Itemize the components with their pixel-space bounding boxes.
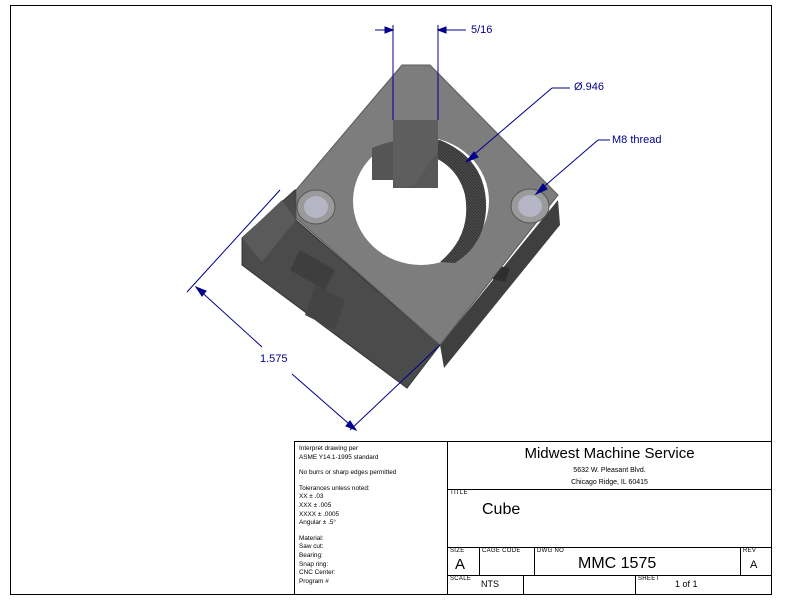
- scale-sheet-row: SCALE NTS SHEET 1 of 1: [448, 575, 771, 594]
- leader-m8-thread: [534, 139, 610, 196]
- note-line: XX ± .03: [299, 493, 324, 501]
- note-line: Program #: [299, 577, 329, 585]
- dim-label-1-575: 1.575: [260, 353, 288, 365]
- cage-code-label: CAGE CODE: [482, 548, 521, 554]
- note-line: CNC Center:: [299, 569, 336, 577]
- dimension-bore-diameter: [465, 87, 570, 163]
- dim-label-m8-thread: M8 thread: [612, 134, 662, 146]
- note-line: Interpret drawing per: [299, 445, 358, 452]
- note-line: XXXX ± .0005: [299, 510, 340, 518]
- note-line: Snap ring:: [299, 560, 329, 568]
- cube-side-faces: [241, 188, 560, 389]
- scale-value: NTS: [481, 579, 499, 589]
- rev-label: REV: [743, 548, 757, 554]
- drawing-title: Cube: [482, 501, 521, 518]
- dim-label-diameter: Ø.946: [574, 81, 604, 93]
- note-line: Angular ± .5°: [299, 519, 336, 527]
- company-block: Midwest Machine Service 5632 W. Pleasant…: [448, 442, 771, 490]
- rev-value: A: [750, 559, 758, 571]
- company-address-2: Chicago Ridge, IL 60415: [571, 479, 648, 486]
- sheet-value: 1 of 1: [675, 579, 698, 589]
- general-notes: Interpret drawing per ASME Y14.1-1995 st…: [295, 442, 448, 594]
- note-line: Saw cut:: [299, 543, 324, 551]
- dimension-overall-length: [186, 189, 441, 432]
- title-label: TITLE: [450, 490, 468, 496]
- dwg-no-label: DWG NO: [537, 548, 565, 554]
- thread-hole-right: [510, 188, 550, 224]
- size-cage-dwg-row: SIZE A CAGE CODE DWG NO MMC 1575 REV A: [448, 547, 771, 576]
- dim-label-5-16: 5/16: [471, 24, 492, 36]
- note-line: Bearing:: [299, 551, 323, 559]
- note-line: Material:: [299, 534, 324, 542]
- scale-label: SCALE: [450, 576, 472, 582]
- note-line: XXX ± .005: [299, 501, 332, 509]
- note-line: Tolerances unless noted:: [299, 484, 370, 492]
- note-line: No burrs or sharp edges permitted: [299, 469, 397, 477]
- company-address-1: 5632 W. Pleasant Blvd.: [573, 467, 646, 474]
- dimension-width-slot: [375, 25, 466, 120]
- dwg-no-value: MMC 1575: [578, 555, 657, 572]
- size-value: A: [455, 556, 466, 573]
- note-line: ASME Y14.1-1995 standard: [299, 453, 379, 461]
- title-block: Interpret drawing per ASME Y14.1-1995 st…: [294, 441, 772, 595]
- size-label: SIZE: [450, 548, 465, 554]
- sheet-label: SHEET: [638, 576, 660, 582]
- thread-hole-left: [296, 189, 336, 225]
- company-name: Midwest Machine Service: [524, 445, 695, 462]
- title-cell: TITLE Cube: [448, 489, 771, 548]
